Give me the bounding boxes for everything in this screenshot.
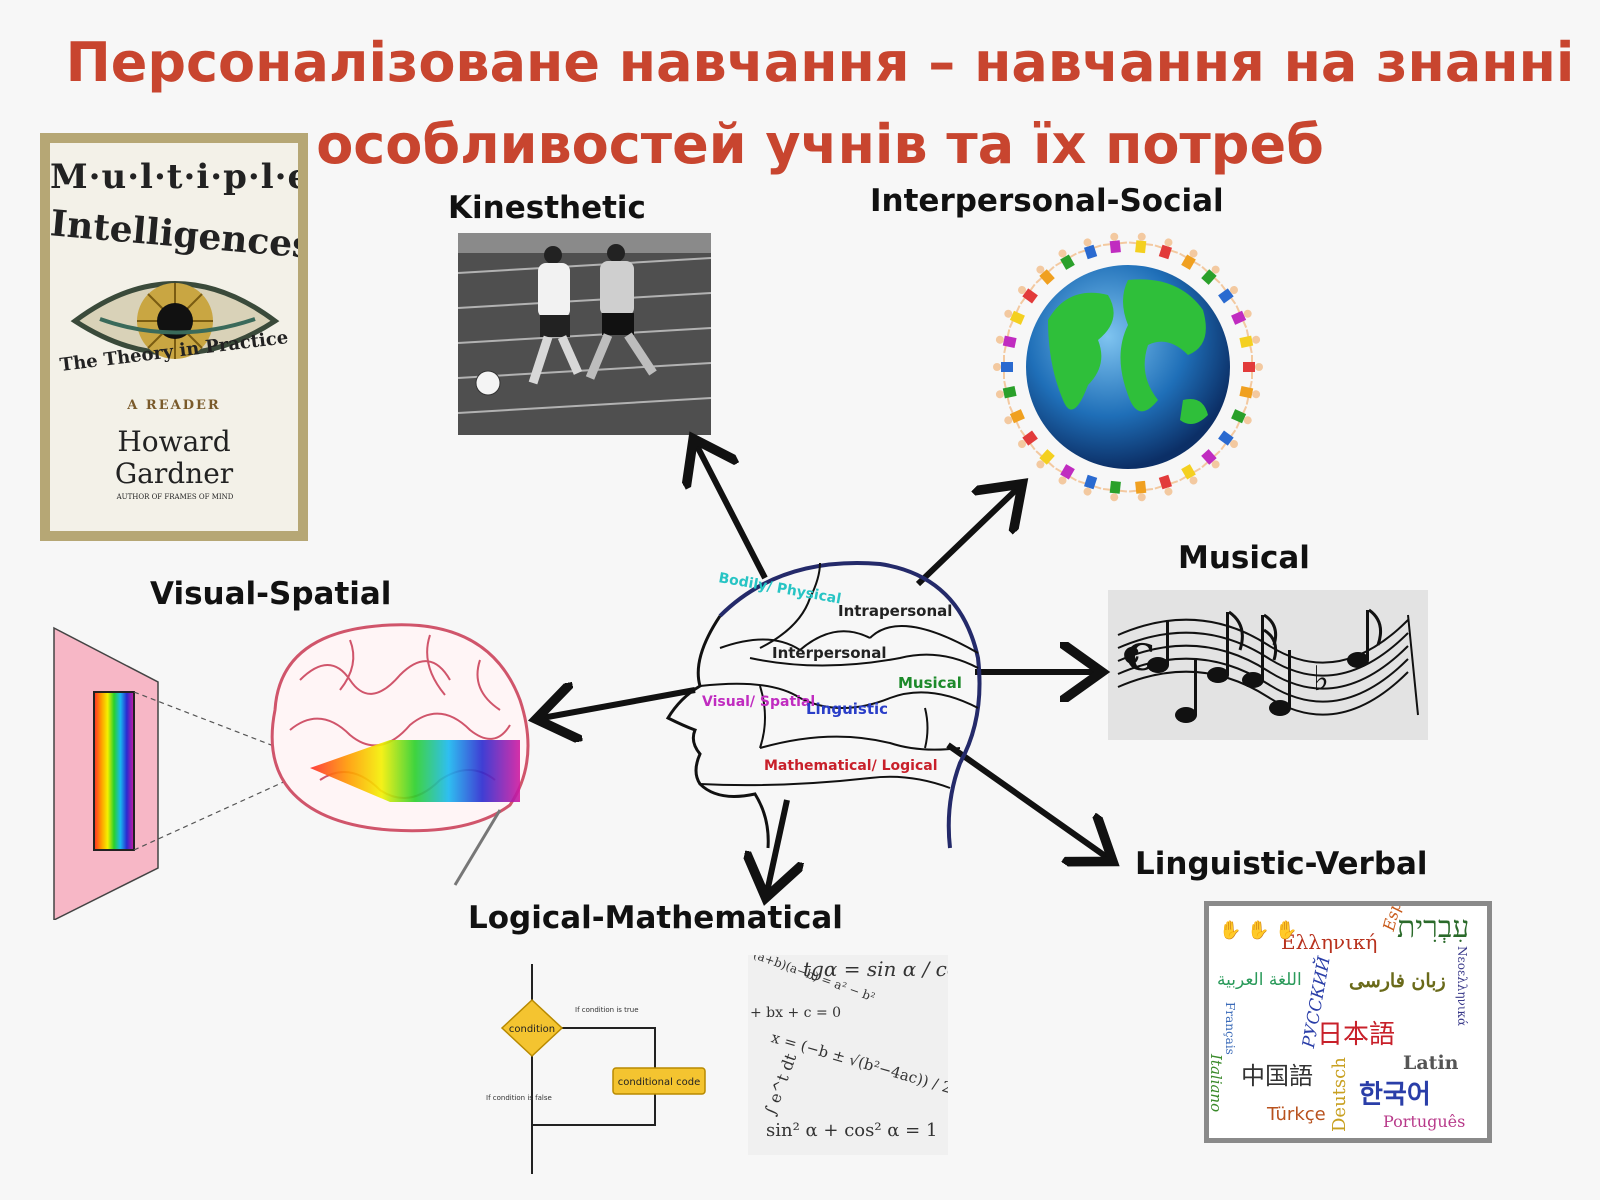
person-figure xyxy=(993,355,1013,379)
label-kinesthetic: Kinesthetic xyxy=(448,190,646,226)
flowchart-true-label: If condition is true xyxy=(575,1006,639,1014)
person-figure xyxy=(1218,283,1238,305)
person-figure xyxy=(995,380,1017,405)
person-figure xyxy=(1179,464,1201,485)
person-figure xyxy=(1128,232,1154,254)
person-figure xyxy=(1055,249,1077,270)
person-figure xyxy=(1154,474,1179,496)
multiple-intelligences-book-cover: M·u·l·t·i·p·l·e Intelligences The Theory… xyxy=(40,133,308,541)
label-musical: Musical xyxy=(1178,540,1310,576)
sign-language-hands-icon: ✋ ✋ ✋ xyxy=(1219,920,1298,941)
person-figure xyxy=(1004,406,1025,429)
lang-portugues: Português xyxy=(1383,1112,1466,1131)
book-author-last: Gardner xyxy=(114,457,234,490)
region-visual: Visual/ Spatial xyxy=(702,694,815,710)
person-figure xyxy=(1154,238,1179,260)
book-author-first: Howard xyxy=(117,425,231,458)
person-figure xyxy=(995,329,1017,354)
lang-korean: 한국어 xyxy=(1359,1080,1431,1110)
svg-text:𝄴: 𝄴 xyxy=(1122,633,1140,680)
person-figure xyxy=(1102,232,1128,254)
flowchart-condition-text: condition xyxy=(509,1024,555,1035)
person-figure xyxy=(1035,265,1055,285)
person-figure xyxy=(1035,449,1055,469)
lang-latin: Latin xyxy=(1403,1052,1459,1074)
globe-with-people-icon xyxy=(993,232,1263,502)
head-intelligences-diagram: Bodily/ Physical Intrapersonal Interpers… xyxy=(665,561,982,849)
person-figure xyxy=(1218,429,1238,451)
arrow-to-logical xyxy=(767,799,787,892)
page-title-line-1: Персоналізоване навчання – навчання на з… xyxy=(65,31,1575,94)
person-figure xyxy=(1179,249,1201,270)
label-logical-mathematical: Logical-Mathematical xyxy=(468,900,843,936)
person-figure xyxy=(1055,464,1077,485)
person-figure xyxy=(1077,238,1102,260)
brain-vision-diagram xyxy=(53,623,530,920)
lang-greek: Ελληνική xyxy=(1281,930,1378,954)
label-linguistic-verbal: Linguistic-Verbal xyxy=(1135,846,1428,882)
person-figure xyxy=(1231,406,1252,429)
music-staff-icon: 𝄴 C ♭ xyxy=(1117,608,1419,723)
math-formula-5: sin² α + cos² α = 1 xyxy=(766,1120,938,1141)
person-figure xyxy=(1018,283,1038,305)
page-title-line-2: особливостей учнів та їх потреб xyxy=(316,113,1324,176)
person-figure xyxy=(1004,305,1025,328)
lang-arabic: اللغة العربية xyxy=(1217,970,1302,990)
person-figure xyxy=(1128,480,1154,502)
label-visual-spatial: Visual-Spatial xyxy=(150,576,392,612)
flowchart-diagram: condition conditional code If condition … xyxy=(486,964,706,1174)
lang-turkce: Türkçe xyxy=(1267,1104,1326,1125)
arrow-to-linguistic xyxy=(946,742,1108,858)
region-intrapersonal: Intrapersonal xyxy=(838,602,952,620)
flowchart-false-label: If condition is false xyxy=(486,1094,552,1102)
svg-text:C: C xyxy=(1126,637,1155,679)
arrow-to-visual-spatial xyxy=(542,690,696,718)
book-reader-label: A READER xyxy=(127,398,221,413)
lang-japanese: 日本語 xyxy=(1317,1020,1396,1050)
arrow-to-interpersonal xyxy=(915,488,1018,587)
person-figure xyxy=(1102,480,1128,502)
region-linguistic: Linguistic xyxy=(806,700,888,718)
soccer-players-photo xyxy=(458,233,711,435)
region-musical: Musical xyxy=(898,674,962,692)
lang-hebrew: עִבְרִית xyxy=(1397,910,1470,945)
soccer-scene-icon xyxy=(458,233,711,435)
arrow-to-kinesthetic xyxy=(696,444,768,580)
region-mathematical: Mathematical/ Logical xyxy=(764,758,938,774)
music-notes-image: 𝄴 C ♭ xyxy=(1108,590,1428,740)
person-figure xyxy=(1231,305,1252,328)
lang-farsi: زبان فارسی xyxy=(1349,970,1446,992)
person-figure xyxy=(1201,265,1221,285)
book-note: AUTHOR OF FRAMES OF MIND xyxy=(116,493,234,501)
book-title-line-1: M·u·l·t·i·p·l·e xyxy=(50,157,298,197)
person-figure xyxy=(1018,429,1038,451)
person-figure xyxy=(1239,329,1261,354)
svg-text:♭: ♭ xyxy=(1313,659,1329,699)
label-interpersonal-social: Interpersonal-Social xyxy=(870,183,1224,219)
math-formulas-image: tgα = sin α / cos α + bx + c = 0 (a+b)(a… xyxy=(748,955,948,1155)
math-formula-2: + bx + c = 0 xyxy=(750,1005,842,1021)
languages-word-cloud: עִבְרִית Ελληνική Español اللغة العربية … xyxy=(1204,901,1492,1143)
math-formula-1: tgα = sin α / cos α xyxy=(803,957,948,981)
person-figure xyxy=(1201,449,1221,469)
eye-icon xyxy=(70,281,280,359)
flowchart-code-text: conditional code xyxy=(618,1077,700,1088)
region-interpersonal: Interpersonal xyxy=(772,644,887,662)
lang-chinese: 中国語 xyxy=(1241,1062,1313,1090)
person-figure xyxy=(1077,474,1102,496)
person-figure xyxy=(1243,355,1263,379)
person-figure xyxy=(1239,380,1261,405)
